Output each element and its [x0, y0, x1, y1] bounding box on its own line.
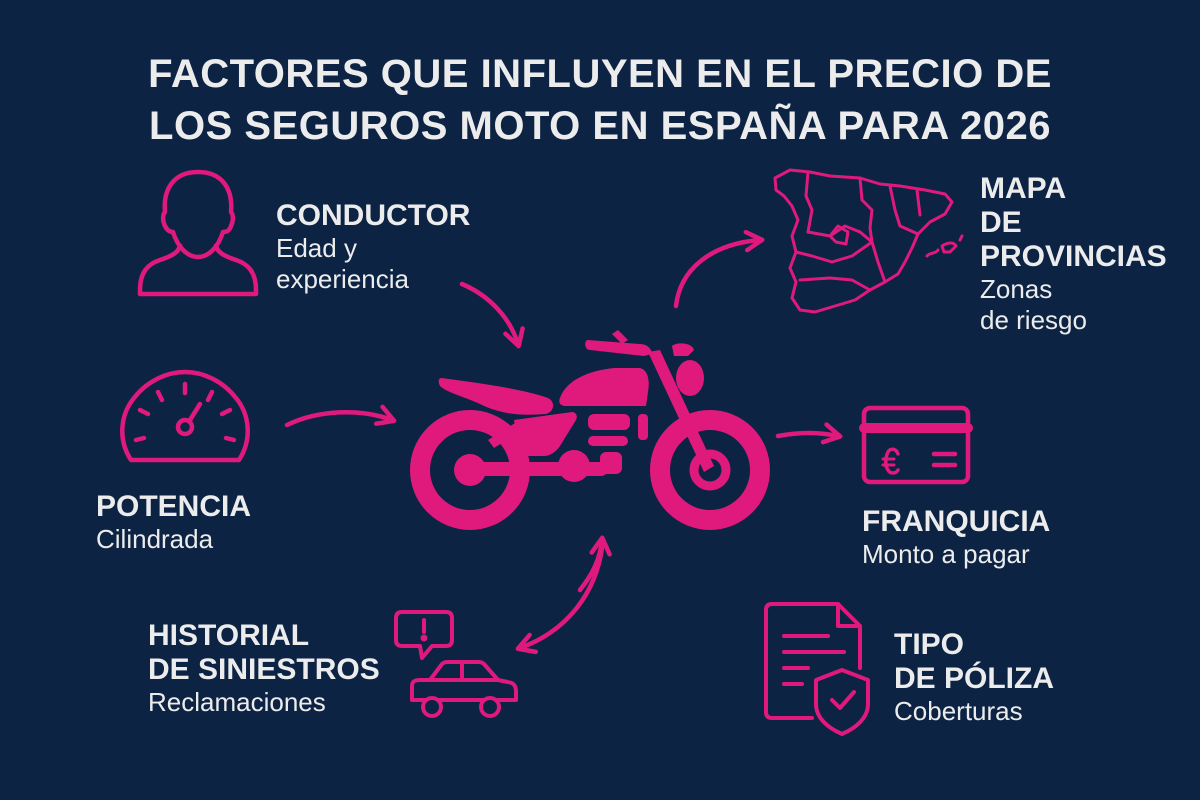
connector-arrows — [284, 229, 843, 655]
factor-franquicia: FRANQUICIA Monto a pagar — [862, 505, 1050, 570]
factor-heading: FRANQUICIA — [862, 505, 1051, 538]
arrow-moto-to-mapa — [673, 229, 765, 309]
factor-heading: MAPA — [980, 172, 1067, 205]
arrow-potencia-to-moto — [284, 404, 397, 428]
factor-heading: TIPO — [894, 628, 965, 661]
arrow-moto-to-franquicia — [775, 422, 843, 445]
factor-sub: Cilindrada — [96, 524, 214, 554]
spain-map-icon — [773, 168, 964, 314]
arrow-moto-to-historial — [515, 545, 605, 655]
factor-sub: Coberturas — [894, 696, 1023, 726]
factor-heading: PROVINCIAS — [980, 240, 1167, 273]
factor-heading: DE — [980, 206, 1022, 239]
factor-sub: Zonas — [980, 274, 1053, 304]
factor-sub: experiencia — [276, 264, 409, 294]
factor-sub: Reclamaciones — [148, 687, 326, 717]
factor-conductor: CONDUCTOR Edad y experiencia — [276, 199, 470, 295]
page-title: FACTORES QUE INFLUYEN EN EL PRECIO DE LO… — [0, 48, 1200, 152]
arrow-historial-to-moto — [577, 535, 612, 593]
motorcycle-icon — [410, 330, 770, 530]
title-line-1: FACTORES QUE INFLUYEN EN EL PRECIO DE — [148, 52, 1052, 96]
person-icon — [137, 169, 259, 297]
factor-mapa: MAPA DE PROVINCIAS Zonas de riesgo — [980, 172, 1167, 336]
factor-tipo-poliza: TIPO DE PÓLIZA Coberturas — [894, 628, 1054, 727]
factor-heading: DE PÓLIZA — [894, 662, 1055, 695]
factor-sub: Monto a pagar — [862, 539, 1030, 569]
arrow-conductor-to-moto — [459, 281, 525, 349]
factor-heading: POTENCIA — [96, 490, 252, 523]
car-alert-icon — [394, 610, 518, 718]
factor-heading: DE SINIESTROS — [148, 653, 380, 686]
factor-heading: HISTORIAL — [148, 619, 310, 652]
factor-heading: CONDUCTOR — [276, 199, 471, 232]
policy-document-shield-icon — [764, 602, 870, 736]
factor-potencia: POTENCIA Cilindrada — [96, 490, 251, 555]
title-line-2: LOS SEGUROS MOTO EN ESPAÑA PARA 2026 — [149, 104, 1051, 148]
speedometer-icon — [120, 369, 250, 463]
factor-sub: Edad y — [276, 233, 357, 263]
factor-sub: de riesgo — [980, 305, 1087, 335]
euro-card-icon — [859, 405, 973, 485]
factor-historial: HISTORIAL DE SINIESTROS Reclamaciones — [148, 619, 380, 718]
